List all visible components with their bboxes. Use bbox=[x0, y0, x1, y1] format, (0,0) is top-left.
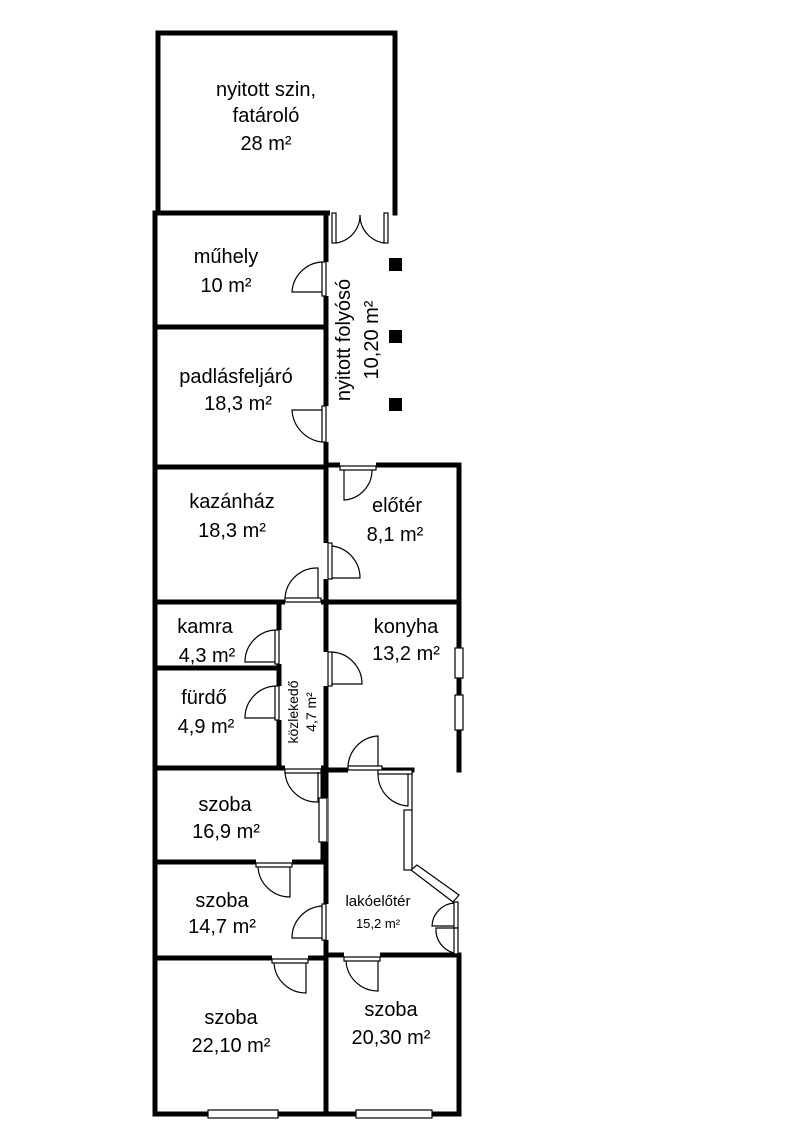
door-entry-lower bbox=[453, 927, 459, 955]
doors bbox=[244, 208, 459, 994]
walls bbox=[152, 30, 462, 1117]
door-furdo bbox=[274, 685, 280, 721]
door-szoba2-right bbox=[321, 903, 327, 941]
door-konyha-left bbox=[327, 651, 333, 687]
door-konyha-bottom bbox=[347, 765, 383, 771]
label-muhely-name: műhely bbox=[194, 246, 258, 268]
door-kozlekedo-bottom bbox=[284, 768, 322, 774]
window-lakoeloter-1 bbox=[403, 809, 413, 871]
door-szoba3-top bbox=[271, 958, 309, 964]
label-lakoeloter-area: 15,2 m² bbox=[356, 916, 401, 931]
room-labels: nyitott szin, fatároló 28 m² műhely 10 m… bbox=[177, 79, 440, 1057]
door-entry-upper bbox=[453, 901, 459, 929]
label-kamra-area: 4,3 m² bbox=[179, 645, 236, 667]
label-szoba4-area: 20,30 m² bbox=[352, 1027, 431, 1049]
label-konyha-area: 13,2 m² bbox=[372, 643, 440, 665]
label-szoba2-area: 14,7 m² bbox=[188, 916, 256, 938]
window-konyha-1 bbox=[454, 647, 464, 679]
door-eloter-left bbox=[327, 542, 333, 580]
label-szoba1-name: szoba bbox=[198, 794, 252, 816]
label-muhely-area: 10 m² bbox=[200, 275, 251, 297]
label-szoba4-name: szoba bbox=[364, 999, 418, 1021]
label-konyha-name: konyha bbox=[374, 616, 439, 638]
door-szin-left bbox=[331, 212, 337, 244]
door-padlas bbox=[321, 405, 327, 443]
label-folyoso-area: 10,20 m² bbox=[361, 300, 383, 379]
label-szoba2-name: szoba bbox=[195, 890, 249, 912]
label-furdo-name: fürdő bbox=[181, 687, 227, 709]
pillars bbox=[389, 258, 402, 411]
label-eloter-area: 8,1 m² bbox=[367, 524, 424, 546]
door-kamra bbox=[274, 629, 280, 665]
label-kazan-name: kazánház bbox=[189, 491, 275, 513]
label-szoba3-area: 22,10 m² bbox=[192, 1035, 271, 1057]
pillar-1 bbox=[389, 258, 402, 271]
pillar-3 bbox=[389, 398, 402, 411]
label-padlas-area: 18,3 m² bbox=[204, 393, 272, 415]
label-szin-area: 28 m² bbox=[240, 133, 291, 155]
windows bbox=[207, 647, 464, 1119]
label-kozlekedo-name: közlekedő bbox=[285, 680, 301, 743]
label-furdo-area: 4,9 m² bbox=[178, 716, 235, 738]
window-szoba-1 bbox=[318, 797, 328, 843]
pillar-2 bbox=[389, 330, 402, 343]
label-padlas-name: padlásfeljáró bbox=[179, 366, 292, 388]
label-kozlekedo-area: 4,7 m² bbox=[303, 692, 319, 732]
door-eloter-top bbox=[339, 465, 377, 471]
door-lakoeloter-top bbox=[377, 769, 413, 775]
window-konyha-2 bbox=[454, 694, 464, 731]
label-eloter-name: előtér bbox=[372, 495, 422, 517]
label-szin-name1: nyitott szin, bbox=[216, 79, 316, 101]
door-kazan bbox=[284, 597, 322, 603]
label-lakoeloter-name: lakóelőtér bbox=[345, 893, 410, 910]
label-kazan-area: 18,3 m² bbox=[198, 520, 266, 542]
door-szoba2-top bbox=[255, 862, 293, 868]
label-szoba1-area: 16,9 m² bbox=[192, 821, 260, 843]
window-szoba-4 bbox=[355, 1109, 433, 1119]
label-kamra-name: kamra bbox=[177, 616, 233, 638]
label-szoba3-name: szoba bbox=[204, 1007, 258, 1029]
door-szin-right bbox=[383, 212, 389, 244]
window-szoba-3 bbox=[207, 1109, 279, 1119]
door-muhely bbox=[321, 261, 327, 297]
window-lakoeloter-2 bbox=[410, 864, 460, 903]
label-folyoso-name: nyitott folyósó bbox=[333, 279, 355, 401]
door-szoba4-top bbox=[343, 956, 381, 962]
label-szin-name2: fatároló bbox=[233, 105, 300, 127]
